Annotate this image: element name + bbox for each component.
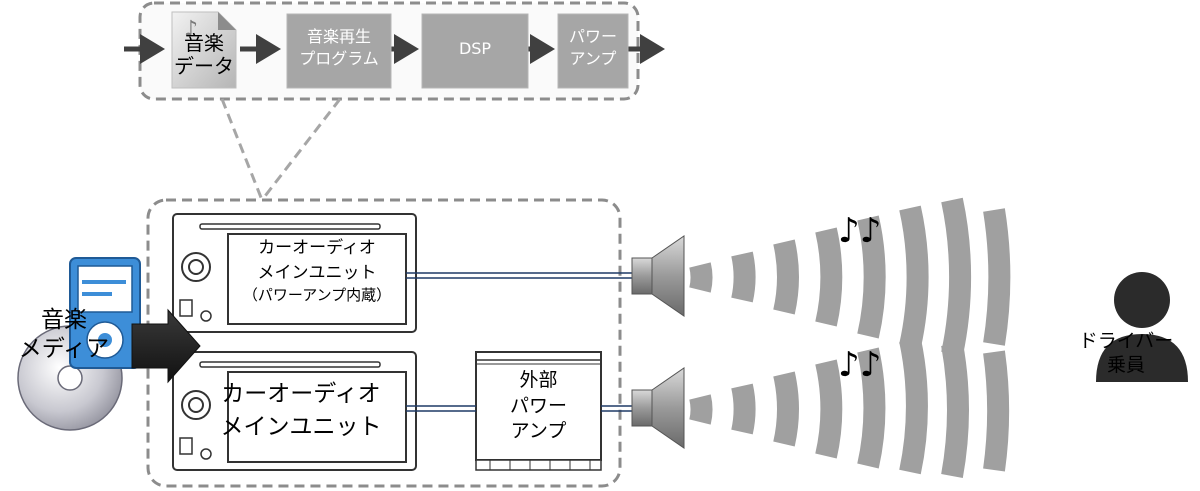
listener-line-2: 乗員 — [1106, 353, 1145, 376]
media-line-2: メディア — [18, 335, 110, 362]
cable-bottom-right — [601, 405, 632, 412]
music-data-line-2: データ — [174, 54, 234, 78]
head-unit-bottom-line-2: メインユニット — [220, 414, 382, 441]
external-amp-label: 外部 パワー アンプ — [476, 368, 601, 445]
external-amp-line-3: アンプ — [510, 420, 567, 443]
power-amp-box — [557, 13, 629, 89]
music-file-fold — [218, 12, 236, 30]
head-unit-bottom-line-1: カーオーディオ — [221, 381, 381, 407]
head-unit-top — [172, 213, 417, 333]
head-unit-top-line-1: カーオーディオ — [258, 238, 376, 258]
external-amp-line-2: パワー — [509, 394, 567, 417]
external-amp-icon — [475, 351, 602, 471]
dsp-label: DSP — [422, 39, 528, 58]
sound-waves-top — [689, 197, 1011, 357]
listener-line-1: ドライバー — [1078, 330, 1174, 352]
head-unit-top-line-2: メインユニット — [257, 262, 377, 283]
listener-label: ドライバー 乗員 — [1056, 330, 1196, 378]
power-amp-line-2: アンプ — [569, 49, 617, 69]
music-player-icon — [69, 257, 141, 369]
music-notes-bottom-text: ♪♪ — [838, 345, 882, 385]
person-icon — [1096, 272, 1188, 382]
music-notes-top-text: ♪♪ — [838, 211, 882, 251]
power-amp-line-1: パワー — [568, 27, 617, 46]
head-unit-bottom-label: カーオーディオ メインユニット — [196, 378, 406, 445]
player-program-box — [286, 13, 392, 89]
sound-waves-bottom — [689, 337, 1010, 478]
media-line-1: 音楽 — [41, 307, 87, 333]
player-program-line-1: 音楽再生 — [306, 27, 371, 46]
head-unit-bottom — [172, 351, 417, 471]
cable-bottom-left — [406, 405, 476, 412]
callout-tail-left — [220, 98, 264, 201]
file-note-icon: ♪ — [184, 17, 198, 42]
music-file-icon — [171, 11, 237, 89]
head-unit-top-label: カーオーディオ メインユニット （パワーアンプ内蔵） — [228, 236, 406, 307]
speaker-bottom — [631, 367, 685, 449]
music-data-line-1: 音楽 — [184, 31, 224, 55]
callout-tail-right — [260, 98, 342, 201]
dsp-box — [421, 13, 529, 89]
head-unit-top-line-3: （パワーアンプ内蔵） — [242, 286, 392, 305]
external-amp-line-1: 外部 — [519, 369, 558, 391]
media-input-arrow — [131, 308, 201, 384]
power-amp-label: パワー アンプ — [556, 26, 630, 71]
player-program-line-2: プログラム — [299, 49, 379, 69]
player-program-label: 音楽再生 プログラム — [287, 26, 391, 71]
cable-top — [406, 272, 632, 279]
media-label: 音楽 メディア — [4, 306, 124, 364]
speaker-top — [631, 235, 685, 317]
music-notes-top: ♪♪ — [838, 211, 882, 251]
music-notes-bottom: ♪♪ — [838, 345, 882, 385]
music-data-label: 音楽 データ — [172, 32, 236, 78]
dsp-line: DSP — [458, 39, 492, 58]
